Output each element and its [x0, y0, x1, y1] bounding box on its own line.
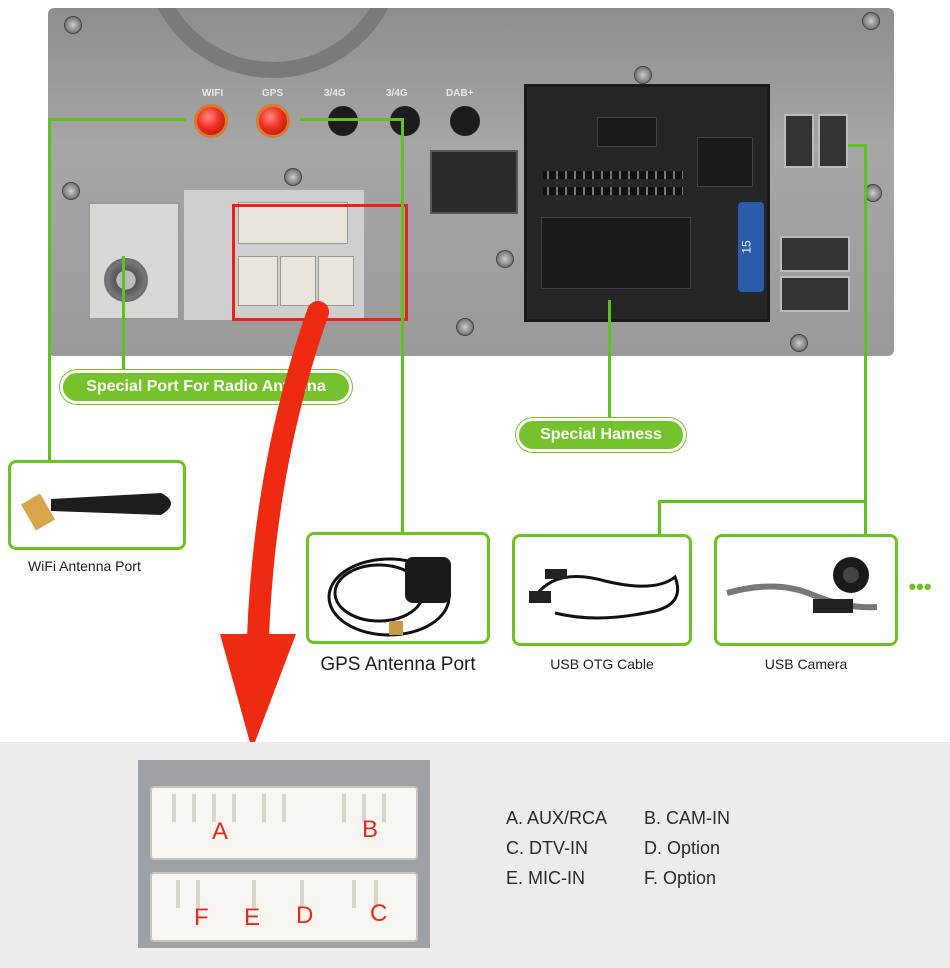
panel-arch-decoration: [143, 8, 403, 78]
wifi-leader-h: [48, 118, 186, 121]
usb-split-v: [658, 500, 661, 536]
usb-otg-card: [512, 534, 692, 646]
screw-icon: [456, 318, 474, 336]
molex-connector: [430, 150, 518, 214]
harness-callout: Special Hamess: [516, 418, 686, 452]
more-ellipsis: •••: [908, 574, 932, 599]
usb-port: [780, 236, 850, 272]
legend-item-d: D. Option: [644, 838, 721, 858]
gps-rf-connector: [256, 104, 290, 138]
usb-camera-label: USB Camera: [764, 656, 848, 672]
gps-antenna-card: [306, 532, 490, 644]
legend-item-a: A. AUX/RCA: [506, 808, 608, 828]
legend-item-e: E. MIC-IN: [506, 868, 585, 888]
usb-leader-v: [864, 144, 867, 536]
wifi-leader-v: [48, 118, 51, 462]
3g-port-hole: [328, 106, 358, 136]
dab-port-hole: [450, 106, 480, 136]
wifi-antenna-label: WiFi Antenna Port: [28, 558, 141, 574]
gps-antenna-icon: [327, 557, 451, 637]
usb-split-h: [658, 500, 866, 503]
radio-jack: [104, 258, 148, 302]
legend-item-c: C. DTV-IN: [506, 838, 589, 858]
port-label-dab: DAB+: [446, 88, 474, 99]
usb-port: [818, 114, 848, 168]
gps-leader-v: [401, 118, 404, 532]
fuse-icon: 15: [738, 202, 764, 292]
screw-icon: [496, 250, 514, 268]
port-label-3g-b: 3/4G: [386, 88, 408, 99]
wifi-rf-connector: [194, 104, 228, 138]
connector-photo: A B F E D C: [138, 760, 430, 948]
red-arrow-icon: [220, 301, 329, 750]
legend-item-b: B. CAM-IN: [644, 808, 731, 828]
screw-icon: [62, 182, 80, 200]
screw-icon: [862, 12, 880, 30]
connector-cluster: [184, 190, 364, 320]
port-label-gps: GPS: [262, 88, 284, 99]
3g-port-hole: [390, 106, 420, 136]
connector-letter-e: E: [244, 904, 261, 931]
connector-letter-d: D: [296, 902, 314, 929]
port-label-3g-a: 3/4G: [324, 88, 346, 99]
connector-letter-b: B: [362, 816, 379, 843]
radio-antenna-port: [88, 202, 180, 320]
gps-antenna-label: GPS Antenna Port: [320, 654, 476, 675]
connector-detail-section: A B F E D C A. AUX/RCA B. CAM-IN C. DTV-…: [0, 742, 950, 968]
usb-camera-card: [714, 534, 898, 646]
screw-icon: [634, 66, 652, 84]
gps-leader-h: [300, 118, 404, 121]
screw-icon: [284, 168, 302, 186]
harness-leader-v: [608, 300, 611, 420]
fuse-value: 15: [739, 240, 754, 254]
wifi-antenna-icon: [20, 493, 171, 531]
connector-plug-bottom: [150, 872, 418, 942]
radio-leader-v: [122, 256, 125, 372]
camera-icon: [726, 557, 878, 613]
usb-leader-h: [848, 144, 866, 147]
harness-socket-block: [524, 84, 770, 322]
legend-item-f: F. Option: [644, 868, 717, 888]
connector-letter-a: A: [212, 818, 229, 845]
usb-port: [780, 276, 850, 312]
connector-plug-top: [150, 786, 418, 860]
screw-icon: [64, 16, 82, 34]
usb-port: [784, 114, 814, 168]
screw-icon: [790, 334, 808, 352]
usb-cable-icon: [529, 569, 680, 620]
wifi-antenna-card: [8, 460, 186, 550]
port-label-wifi: WIFI: [202, 88, 224, 99]
usb-otg-label: USB OTG Cable: [550, 656, 654, 672]
head-unit-back-panel: WIFI GPS 3/4G 3/4G DAB+ 15: [48, 8, 894, 356]
connector-letter-c: C: [370, 900, 388, 927]
connector-letter-f: F: [194, 904, 209, 931]
